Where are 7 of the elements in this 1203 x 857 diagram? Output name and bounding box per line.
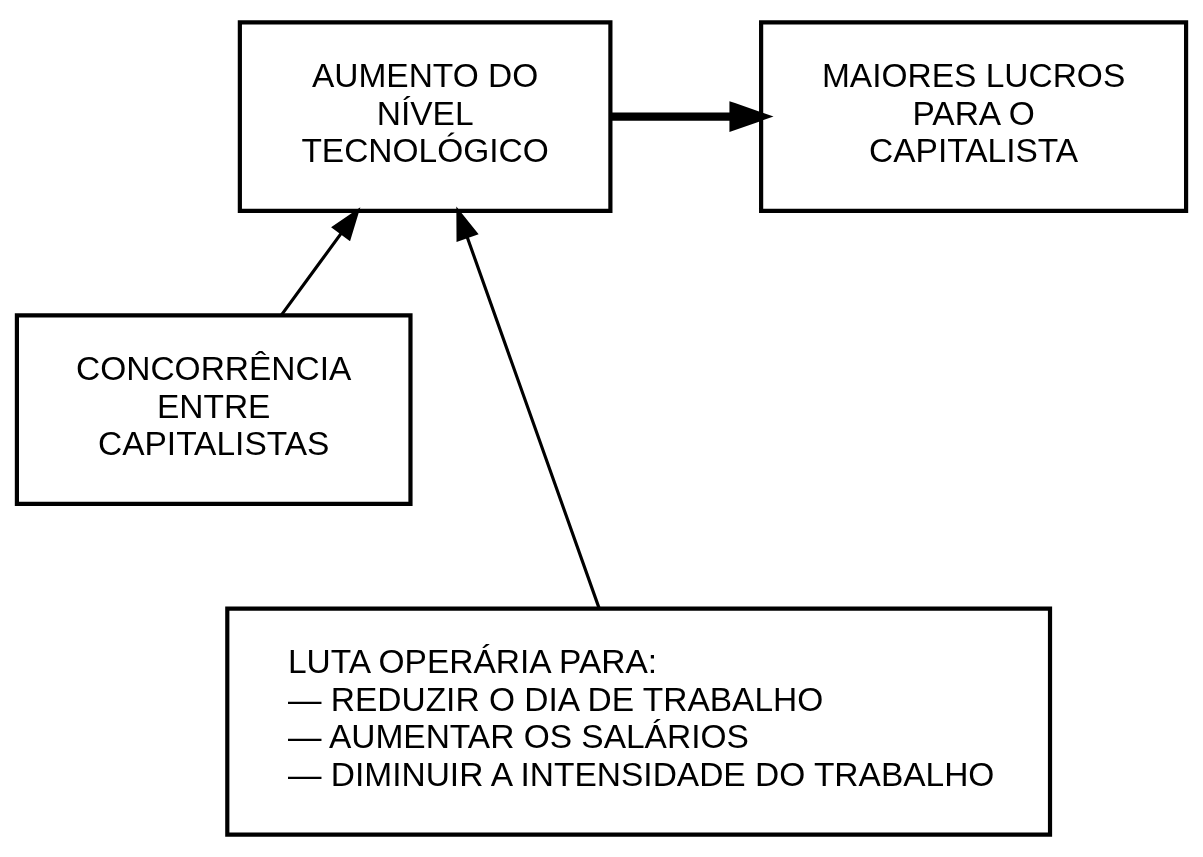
node-box: LUTA OPERÁRIA PARA: — REDUZIR O DIA DE TRABALHO — AUMENTAR OS SALÁRIOS — DIMINUIR A INTENSIDADE DO TRABALHO — [225, 606, 1053, 837]
arrow — [456, 206, 601, 609]
node-box: AUMENTO DO NÍVEL TECNOLÓGICO — [237, 20, 613, 213]
arrow — [610, 101, 774, 132]
node-box: MAIORES LUCROS PARA O CAPITALISTA — [759, 20, 1189, 213]
arrow — [279, 207, 361, 317]
node-box: CONCORRÊNCIA ENTRE CAPITALISTAS — [14, 313, 413, 506]
